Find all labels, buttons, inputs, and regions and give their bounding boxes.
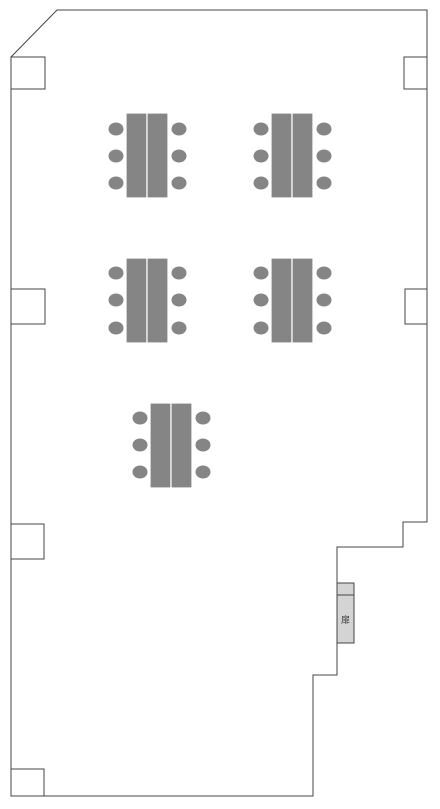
- table-group-2: [253, 112, 332, 199]
- chair: [195, 411, 211, 425]
- table: [270, 112, 293, 199]
- column-top-left: [10, 56, 46, 90]
- outer-wall: [10, 9, 428, 797]
- table: [146, 112, 169, 199]
- chair: [195, 438, 211, 452]
- chair: [195, 465, 211, 479]
- table-group-5: [132, 402, 211, 489]
- chair: [253, 122, 269, 136]
- chair: [108, 149, 124, 163]
- column-top-right: [403, 56, 428, 90]
- chair: [316, 122, 332, 136]
- chair: [108, 176, 124, 190]
- chair: [132, 438, 148, 452]
- chair: [171, 176, 187, 190]
- chair: [253, 266, 269, 280]
- table-group-4: [253, 257, 332, 344]
- chair: [108, 293, 124, 307]
- chair: [171, 149, 187, 163]
- table: [170, 402, 193, 489]
- table: [125, 257, 148, 344]
- chair: [253, 321, 269, 335]
- chair: [253, 176, 269, 190]
- column-mid-left: [10, 288, 46, 325]
- chair: [171, 321, 187, 335]
- chair: [253, 149, 269, 163]
- table: [291, 257, 314, 344]
- door-frame: [336, 582, 355, 644]
- chair: [108, 122, 124, 136]
- column-mid-right: [404, 288, 428, 325]
- chair: [316, 176, 332, 190]
- table: [146, 257, 169, 344]
- table: [125, 112, 148, 199]
- chair: [108, 266, 124, 280]
- chair: [316, 266, 332, 280]
- chair: [316, 321, 332, 335]
- column-lower-left: [10, 523, 45, 560]
- table-group-1: [108, 112, 187, 199]
- chair: [171, 122, 187, 136]
- table: [149, 402, 172, 489]
- table: [291, 112, 314, 199]
- door: 扉: [336, 582, 355, 644]
- table: [270, 257, 293, 344]
- door-label: 扉: [341, 614, 350, 626]
- chair: [171, 293, 187, 307]
- chair: [132, 465, 148, 479]
- table-group-3: [108, 257, 187, 344]
- chair: [132, 411, 148, 425]
- chair: [316, 149, 332, 163]
- chair: [253, 293, 269, 307]
- chair: [171, 266, 187, 280]
- chair: [108, 321, 124, 335]
- column-bottom-left: [10, 768, 45, 797]
- chair: [316, 293, 332, 307]
